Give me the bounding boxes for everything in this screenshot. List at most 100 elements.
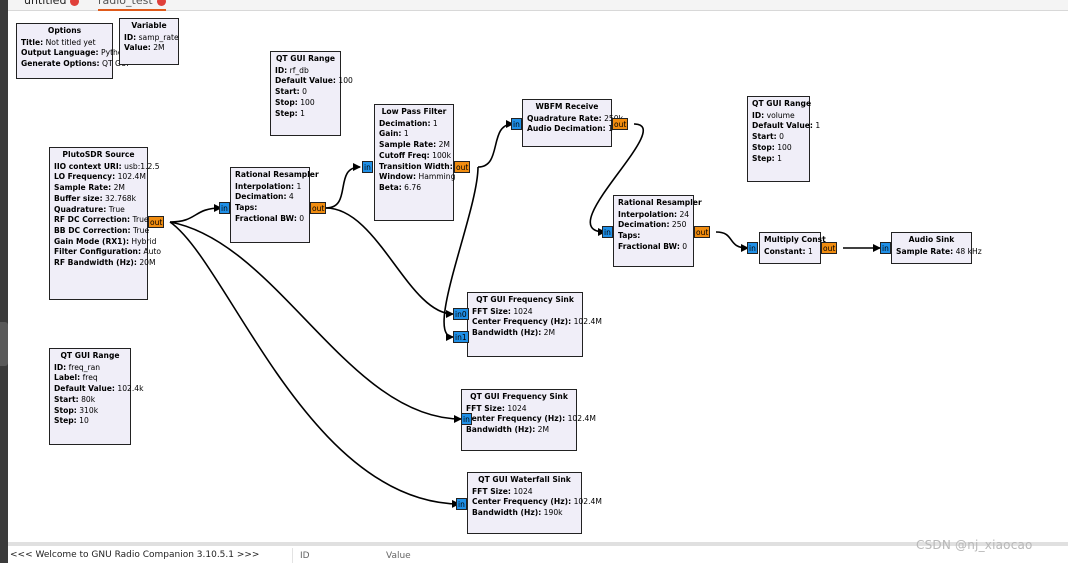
param-row: Generate Options: QT GUI — [21, 59, 129, 69]
side-panel-handle[interactable] — [0, 322, 8, 366]
block-title: WBFM Receive — [535, 102, 599, 111]
block-title: PlutoSDR Source — [62, 150, 135, 159]
param-row: Gain: 1 — [379, 129, 409, 139]
options-block[interactable]: Options Title: Not titled yet Output Lan… — [16, 23, 129, 79]
block-title: Options — [47, 26, 82, 35]
qt-gui-range-volume-block[interactable]: QT GUI Range ID: volume Default Value: 1… — [747, 96, 821, 182]
param-row: Center Frequency (Hz): 102.4M — [472, 497, 602, 507]
resampler2-in-port[interactable]: in — [602, 226, 613, 238]
variables-column-id[interactable]: ID — [300, 551, 310, 561]
wire-lpf-wbfm[interactable] — [477, 120, 514, 168]
flowgraph-canvas[interactable]: Options Title: Not titled yet Output Lan… — [8, 12, 1068, 542]
block-title: QT GUI Range — [60, 351, 120, 360]
param-row: Fractional BW: 0 — [618, 241, 688, 251]
param-row: Buffer size: 32.768k — [54, 193, 137, 203]
param-row: Value: 2M — [124, 43, 165, 53]
param-row: Filter Configuration: Auto — [54, 247, 162, 257]
wire-lpf-freqsink1-in1[interactable] — [443, 166, 479, 341]
param-row: Step: 1 — [752, 153, 782, 163]
resampler2-out-port[interactable]: out — [694, 226, 711, 238]
qt-gui-frequency-sink-1-block[interactable]: QT GUI Frequency Sink FFT Size: 1024 Cen… — [467, 292, 602, 357]
qt-gui-range-freq-block[interactable]: QT GUI Range ID: freq_ran Label: freq De… — [49, 348, 144, 445]
wire-pluto-resampler1[interactable] — [169, 204, 222, 223]
param-row: Label: freq — [54, 373, 98, 383]
param-row: Decimation: 1 — [379, 118, 438, 128]
param-row: Start: 0 — [275, 87, 307, 97]
console-message: <<< Welcome to GNU Radio Companion 3.10.… — [10, 550, 260, 560]
param-row: RF Bandwidth (Hz): 20M — [54, 258, 156, 268]
wbfm-receive-block[interactable]: WBFM Receive Quadrature Rate: 250k Audio… — [522, 99, 623, 147]
connection-wires — [169, 120, 881, 508]
close-icon[interactable] — [70, 0, 80, 6]
resampler1-in-port[interactable]: in — [219, 202, 230, 214]
pluto-out-port[interactable]: out — [148, 216, 165, 228]
param-row: FFT Size: 1024 — [472, 486, 533, 496]
variable-block[interactable]: Variable ID: samp_rate Value: 2M — [119, 18, 179, 65]
wire-resampler1-freqsink1-in0[interactable] — [325, 207, 454, 318]
lpf-in-port[interactable]: in — [362, 161, 373, 173]
param-row: Bandwidth (Hz): 2M — [472, 328, 556, 338]
multiply-const-block[interactable]: Multiply Const Constant: 1 — [759, 232, 826, 264]
plutosdr-source-block[interactable]: PlutoSDR Source IIO context URI: usb:1.2… — [49, 147, 162, 300]
block-title: Audio Sink — [908, 235, 955, 244]
param-row: Output Language: Python — [21, 48, 128, 58]
wire-pluto-waterfall[interactable] — [169, 221, 460, 508]
param-row: RF DC Correction: True — [54, 215, 149, 225]
tab-untitled[interactable]: untitled — [24, 0, 80, 11]
param-row: Start: 80k — [54, 394, 96, 404]
param-row: Interpolation: 24 — [618, 209, 690, 219]
param-row: Constant: 1 — [764, 246, 813, 256]
audio-in-port[interactable]: in — [880, 242, 891, 254]
qt-gui-waterfall-sink-block[interactable]: QT GUI Waterfall Sink FFT Size: 1024 Cen… — [467, 472, 602, 534]
qt-gui-frequency-sink-2-block[interactable]: QT GUI Frequency Sink FFT Size: 1024 Cen… — [461, 389, 596, 451]
param-row: Decimation: 250 — [618, 220, 687, 230]
param-row: FFT Size: 1024 — [466, 403, 527, 413]
left-side-strip — [0, 0, 8, 563]
param-row: Default Value: 1 — [752, 121, 821, 131]
wbfm-in-port[interactable]: in — [511, 118, 522, 130]
param-row: Taps: — [618, 231, 641, 241]
qt-gui-range-rf-db-block[interactable]: QT GUI Range ID: rf_db Default Value: 10… — [270, 51, 353, 136]
param-row: Stop: 100 — [275, 97, 315, 107]
freqsink1-in1-port[interactable]: in1 — [453, 331, 469, 343]
param-row: Cutoff Freq: 100k — [379, 150, 452, 160]
freqsink2-in-port[interactable]: in — [461, 413, 472, 425]
param-row: Quadrature Rate: 250k — [527, 113, 623, 123]
tab-radio-test[interactable]: radio_test — [98, 0, 166, 11]
rational-resampler-1-block[interactable]: Rational Resampler Interpolation: 1 Deci… — [230, 167, 319, 243]
param-row: ID: rf_db — [275, 65, 309, 75]
multiply-out-port[interactable]: out — [821, 242, 838, 254]
block-title: Multiply Const — [764, 235, 826, 244]
waterfall-in-port[interactable]: in — [456, 498, 467, 510]
freqsink1-in0-port[interactable]: in0 — [453, 308, 469, 320]
param-row: Transition Width: 1M — [379, 161, 467, 171]
param-row: Sample Rate: 2M — [379, 140, 450, 150]
close-icon[interactable] — [156, 0, 166, 6]
audio-sink-block[interactable]: Audio Sink Sample Rate: 48 kHz — [891, 232, 982, 264]
param-row: Center Frequency (Hz): 102.4M — [472, 317, 602, 327]
param-row: Default Value: 100 — [275, 76, 353, 86]
low-pass-filter-block[interactable]: Low Pass Filter Decimation: 1 Gain: 1 Sa… — [374, 104, 467, 221]
panel-divider[interactable] — [292, 548, 293, 563]
block-title: Variable — [131, 21, 167, 30]
block-title: Low Pass Filter — [381, 107, 447, 116]
wire-wbfm-resampler2[interactable] — [589, 123, 644, 236]
wire-pluto-freqsink2[interactable] — [169, 221, 462, 423]
rational-resampler-2-block[interactable]: Rational Resampler Interpolation: 24 Dec… — [613, 195, 702, 267]
resampler1-out-port[interactable]: out — [310, 202, 327, 214]
param-row: Default Value: 102.4k — [54, 384, 144, 394]
param-row: Stop: 100 — [752, 142, 792, 152]
wire-resampler2-multiply[interactable] — [715, 231, 749, 252]
wire-resampler1-lpf[interactable] — [325, 163, 361, 209]
variables-column-value[interactable]: Value — [386, 551, 411, 561]
wbfm-out-port[interactable]: out — [612, 118, 629, 130]
block-title: QT GUI Range — [275, 54, 336, 63]
param-row: Sample Rate: 2M — [54, 183, 125, 193]
block-title: Rational Resampler — [235, 170, 319, 179]
block-title: Rational Resampler — [618, 198, 702, 207]
block-title: QT GUI Waterfall Sink — [478, 475, 571, 484]
param-row: ID: volume — [752, 110, 795, 120]
lpf-out-port[interactable]: out — [454, 161, 471, 173]
param-row: Start: 0 — [752, 132, 784, 142]
multiply-in-port[interactable]: in — [747, 242, 758, 254]
